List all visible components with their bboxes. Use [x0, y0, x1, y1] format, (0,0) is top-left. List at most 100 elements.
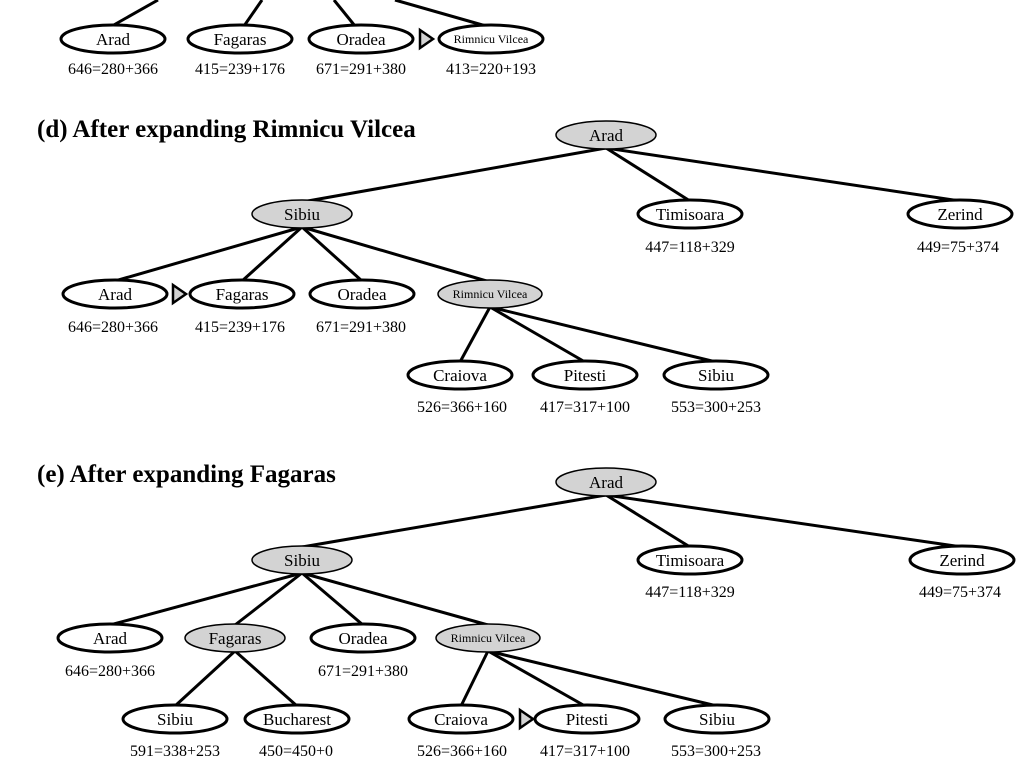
panel-d-edges: [114, 146, 961, 364]
node-label: Bucharest: [263, 710, 331, 729]
node-ellipse: [188, 278, 296, 310]
node-ellipse: [636, 198, 744, 230]
node-score: 417=317+100: [540, 399, 630, 416]
edge: [300, 225, 364, 283]
node-label: Rimnicu Vilcea: [451, 631, 526, 645]
node-score: 449=75+374: [919, 584, 1001, 601]
edge: [109, 571, 303, 627]
node-label: Sibiu: [698, 366, 734, 385]
node-label: Sibiu: [284, 551, 320, 570]
edge: [111, 0, 159, 28]
node-ellipse: [406, 359, 514, 391]
node-score: 447=118+329: [645, 239, 734, 256]
node-label: Oradea: [338, 629, 388, 648]
edge: [234, 571, 303, 627]
node-label: Arad: [93, 629, 127, 648]
tree-node-timisoara: Timisoara 447=118+329: [636, 198, 744, 256]
node-score: 415=239+176: [195, 61, 285, 78]
node-ellipse: [437, 279, 543, 309]
edge: [301, 146, 607, 204]
tree-node-arad-root: Arad: [555, 467, 657, 497]
next-expansion-marker-icon: [518, 707, 536, 731]
edge: [489, 305, 586, 364]
node-score: 417=317+100: [540, 743, 630, 760]
node-score: 415=239+176: [195, 319, 285, 336]
edge: [242, 0, 264, 27]
node-label: Pitesti: [566, 710, 609, 729]
node-ellipse: [121, 703, 229, 735]
node-score: 526=366+160: [417, 399, 507, 416]
node-label: Sibiu: [157, 710, 193, 729]
node-score: 671=291+380: [318, 663, 408, 680]
node-label: Fagaras: [216, 285, 269, 304]
node-label: Sibiu: [699, 710, 735, 729]
panel-e-heading: (e) After expanding Fagaras: [37, 461, 336, 488]
node-ellipse: [533, 703, 641, 735]
tree-node-fagaras: Fagaras 415=239+176: [188, 278, 296, 336]
node-label: Pitesti: [564, 366, 607, 385]
node-ellipse: [662, 359, 770, 391]
node-score: 449=75+374: [917, 239, 999, 256]
node-ellipse: [435, 623, 541, 653]
tree-node-arad: Arad 646=280+366: [59, 23, 167, 78]
partial-tree: Arad 646=280+366 Fagaras 415=239+176 Ora…: [59, 0, 545, 78]
node-score: 413=220+193: [446, 61, 536, 78]
edge: [605, 146, 691, 203]
node-ellipse: [555, 120, 657, 150]
edge: [301, 571, 489, 627]
node-label: Arad: [96, 30, 130, 49]
tree-node-craiova: Craiova 526=366+160: [407, 703, 515, 760]
node-label: Fagaras: [209, 629, 262, 648]
panel-e-edges: [109, 493, 963, 708]
tree-node-sibiu-leaf-left: Sibiu 591=338+253: [121, 703, 229, 760]
tree-node-pitesti: Pitesti 417=317+100: [531, 359, 639, 416]
node-score: 553=300+253: [671, 743, 761, 760]
tree-node-zerind: Zerind 449=75+374: [908, 544, 1016, 601]
node-ellipse: [663, 703, 771, 735]
edge: [301, 571, 364, 627]
node-label: Rimnicu Vilcea: [454, 32, 529, 46]
edge: [489, 305, 717, 364]
panel-d-heading: (d) After expanding Rimnicu Vilcea: [37, 116, 416, 143]
node-ellipse: [251, 545, 353, 575]
node-score: 450=450+0: [259, 743, 333, 760]
node-ellipse: [636, 544, 744, 576]
tree-node-arad: Arad 646=280+366: [61, 278, 169, 336]
edge: [487, 649, 718, 708]
node-score: 671=291+380: [316, 61, 406, 78]
tree-node-rimnicu-vilcea: Rimnicu Vilcea 413=220+193: [437, 23, 545, 78]
tree-node-oradea: Oradea 671=291+380: [309, 622, 417, 680]
tree-node-craiova: Craiova 526=366+160: [406, 359, 514, 416]
edge: [301, 493, 607, 549]
partial-tree-edges: [111, 0, 487, 28]
edge: [114, 225, 303, 283]
tree-node-fagaras: Fagaras: [184, 623, 286, 653]
node-label: Craiova: [433, 366, 487, 385]
edge: [234, 649, 298, 708]
edge: [332, 0, 357, 27]
tree-node-pitesti: Pitesti 417=317+100: [533, 703, 641, 760]
panel-d: (d) After expanding Rimnicu Vilcea Arad …: [37, 116, 1014, 416]
node-ellipse: [243, 703, 351, 735]
tree-node-oradea: Oradea 671=291+380: [307, 23, 415, 78]
tree-node-rimnicu-vilcea: Rimnicu Vilcea: [437, 279, 543, 309]
node-label: Rimnicu Vilcea: [453, 287, 528, 301]
tree-node-arad: Arad 646=280+366: [56, 622, 164, 680]
tree-node-bucharest: Bucharest 450=450+0: [243, 703, 351, 760]
node-ellipse: [309, 622, 417, 654]
node-ellipse: [56, 622, 164, 654]
node-score: 447=118+329: [645, 584, 734, 601]
tree-node-zerind: Zerind 449=75+374: [906, 198, 1014, 256]
edge: [605, 493, 691, 549]
panel-e: (e) After expanding Fagaras Arad Sibiu T: [37, 461, 1016, 760]
node-score: 526=366+160: [417, 743, 507, 760]
next-expansion-marker-icon: [171, 282, 189, 306]
tree-node-fagaras: Fagaras 415=239+176: [186, 23, 294, 78]
edge: [605, 146, 961, 203]
tree-node-timisoara: Timisoara 447=118+329: [636, 544, 744, 601]
node-label: Arad: [98, 285, 132, 304]
edge: [487, 649, 586, 708]
node-label: Zerind: [937, 205, 983, 224]
node-score: 646=280+366: [68, 319, 158, 336]
